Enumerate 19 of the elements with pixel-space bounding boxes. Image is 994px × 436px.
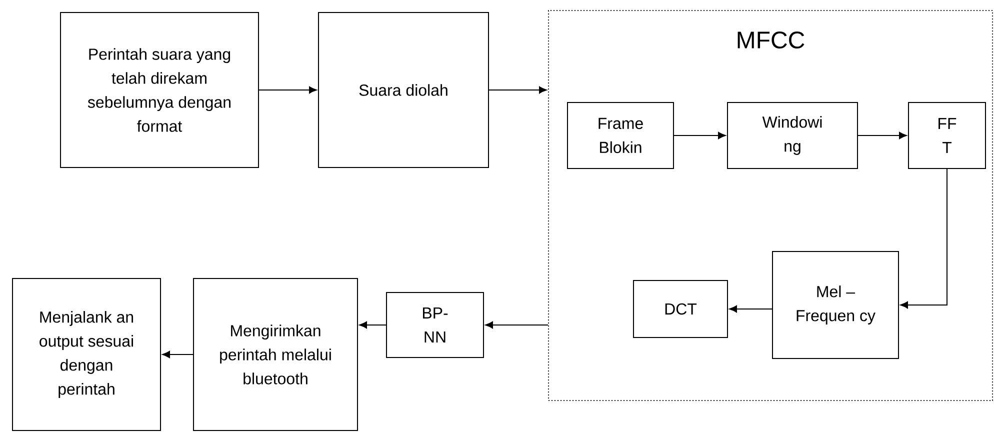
process-box: BP- NN [386, 292, 484, 358]
arrow [485, 321, 548, 329]
arrow [729, 305, 772, 313]
arrow [162, 350, 194, 358]
process-box: Menjalank an output sesuai dengan perintah [12, 278, 161, 431]
process-box: FF T [908, 102, 986, 169]
arrow [900, 168, 948, 309]
arrow [674, 132, 726, 140]
process-box: Mengirimkan perintah melalui bluetooth [193, 278, 358, 431]
arrow [359, 321, 386, 329]
process-box: DCT [633, 280, 728, 338]
arrow [258, 86, 317, 94]
arrow [858, 132, 907, 140]
process-box: Mel – Frequen cy [772, 251, 899, 359]
process-box: Windowi ng [727, 102, 858, 169]
process-box: Perintah suara yang telah direkam sebelumnya dengan format [60, 12, 259, 168]
arrow [488, 86, 547, 94]
process-box: Frame Blokin [567, 102, 674, 169]
process-box: Suara diolah [318, 12, 489, 168]
